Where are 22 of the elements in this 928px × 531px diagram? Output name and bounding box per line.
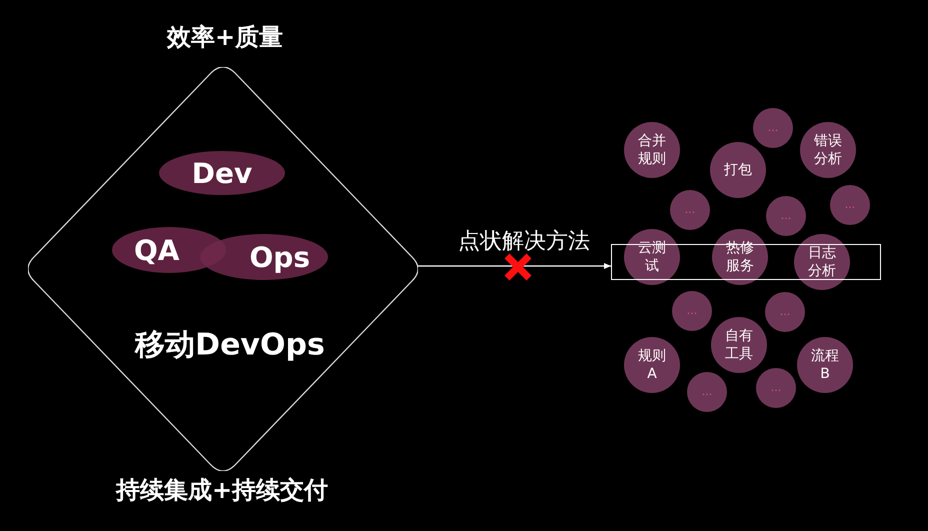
topic-circle: 打包 bbox=[710, 142, 766, 198]
topic-circle: ... bbox=[756, 368, 796, 408]
caption-text: 效率+质量 bbox=[166, 22, 284, 53]
diamond-frame bbox=[28, 67, 418, 471]
topic-circle: 错误分析 bbox=[800, 122, 856, 178]
topic-circle: 合并规则 bbox=[624, 122, 680, 178]
diamond-title: 移动DevOps bbox=[135, 326, 325, 364]
topic-circle: 自有工具 bbox=[711, 317, 767, 373]
topic-circle: ... bbox=[670, 190, 710, 230]
topic-circle: ... bbox=[830, 185, 870, 225]
topic-circle: 日志分析 bbox=[794, 234, 850, 290]
role-ellipse: Ops bbox=[200, 234, 328, 280]
topic-circle: ... bbox=[687, 372, 727, 412]
arrow bbox=[417, 263, 611, 269]
caption-text: 持续集成+持续交付 bbox=[116, 475, 328, 506]
role-ellipse: Dev bbox=[159, 151, 285, 195]
topic-circle: ... bbox=[672, 291, 712, 331]
topic-circle: 规则A bbox=[624, 337, 680, 393]
topic-circle: ... bbox=[753, 108, 793, 148]
topic-circle: 流程B bbox=[797, 337, 853, 393]
topic-circle: ... bbox=[766, 196, 806, 236]
topic-circle: ... bbox=[765, 292, 805, 332]
